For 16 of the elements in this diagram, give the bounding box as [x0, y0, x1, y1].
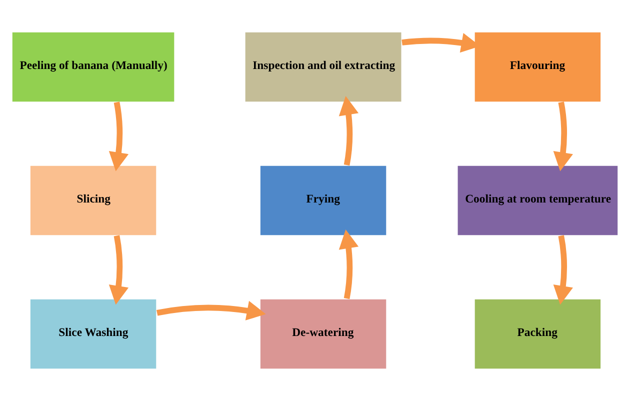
node-box: Frying — [259, 164, 388, 236]
node-box: Inspection and oil extracting — [244, 30, 402, 102]
arrow — [338, 95, 359, 166]
node-box: Peeling of banana (Manually) — [11, 30, 176, 102]
arrow — [553, 234, 573, 304]
node-box: Cooling at room temperature — [456, 164, 619, 236]
arrow — [156, 300, 266, 320]
arrow — [338, 228, 359, 299]
arrow — [108, 101, 129, 171]
node-box: Flavouring — [474, 30, 602, 102]
arrow — [108, 234, 129, 304]
arrow — [553, 101, 573, 171]
node-box: De-watering — [259, 298, 388, 370]
node-box: Packing — [474, 298, 602, 370]
node-box: Slice Washing — [29, 298, 158, 370]
node-box: Slicing — [29, 164, 158, 236]
